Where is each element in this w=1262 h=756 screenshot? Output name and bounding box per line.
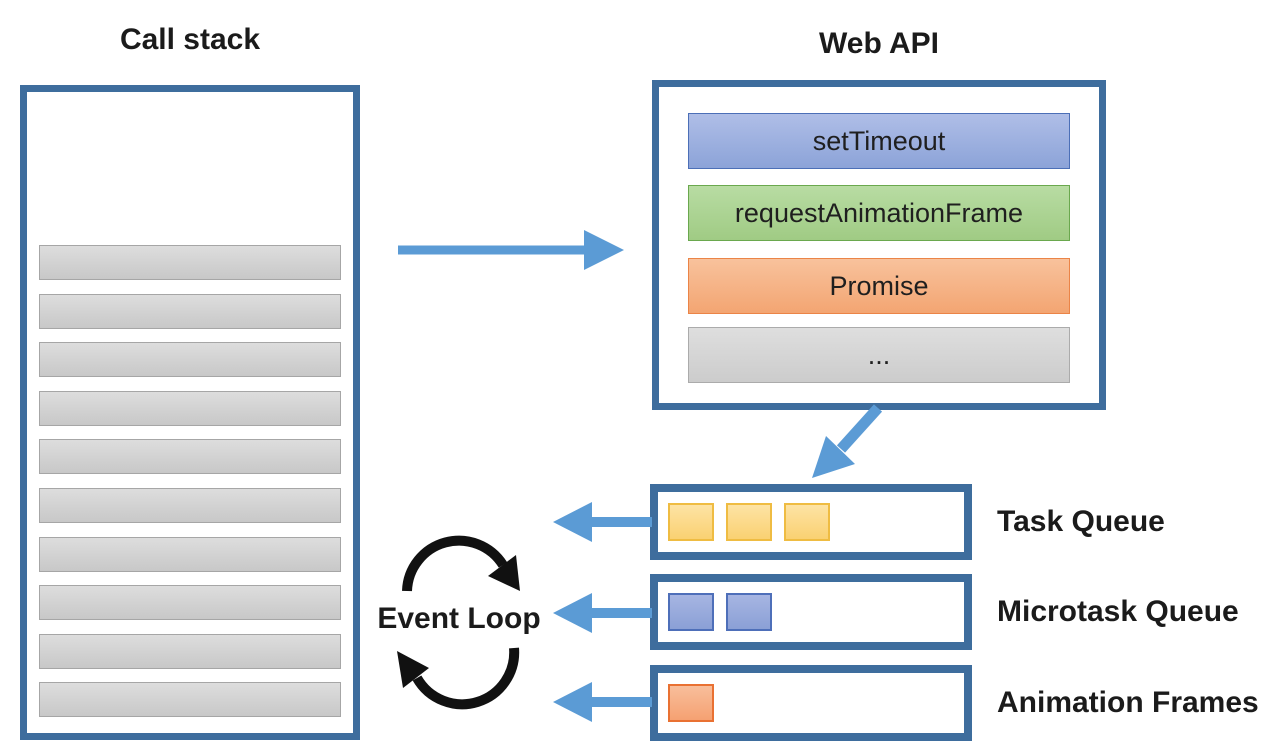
stack-frame — [39, 585, 341, 621]
arrow-animation-frames-to-event-loop — [553, 682, 652, 722]
event-loop-label: Event Loop — [377, 602, 541, 635]
arrow-microtask-queue-to-event-loop — [553, 593, 652, 633]
arrow-head-left-icon — [553, 502, 592, 542]
stack-frame — [39, 536, 341, 572]
stack-frame — [39, 342, 341, 378]
event-loop-bottom-arrow-head-icon — [397, 651, 429, 688]
arrow-head-down-left-icon — [812, 436, 855, 478]
arrow-task-queue-to-event-loop — [553, 502, 652, 542]
event-loop-bottom-arc — [412, 647, 520, 710]
stack-frame — [39, 245, 341, 280]
event-loop-top-arrow-head-icon — [488, 555, 520, 591]
queue-item — [668, 593, 714, 631]
arrow-head-left-icon — [553, 593, 592, 633]
web-api-bar-more: ... — [688, 327, 1070, 383]
queue-item — [726, 593, 772, 631]
task-queue-label: Task Queue — [997, 505, 1165, 538]
stack-frame — [39, 390, 341, 426]
web-api-bar-requestanimationframe: requestAnimationFrame — [688, 185, 1070, 241]
arrow-head-right-icon — [584, 230, 624, 270]
arrow-call-stack-to-web-api — [398, 230, 624, 270]
stack-frame — [39, 293, 341, 329]
microtask-queue-box — [650, 574, 972, 650]
event-loop-top-arc — [402, 535, 508, 592]
queue-item — [784, 503, 830, 541]
stack-frame — [39, 633, 341, 669]
arrow-head-left-icon — [553, 682, 592, 722]
web-api-bar-promise: Promise — [688, 258, 1070, 314]
stack-frame — [39, 682, 341, 718]
task-queue-box — [650, 484, 972, 560]
microtask-queue-label: Microtask Queue — [997, 595, 1239, 628]
stack-frame — [39, 439, 341, 475]
stack-frame — [39, 488, 341, 523]
web-api-bar-settimeout: setTimeout — [688, 113, 1070, 169]
animation-frames-box — [650, 665, 972, 741]
call-stack-box — [20, 85, 360, 740]
arrow-shaft — [836, 404, 883, 453]
call-stack-title: Call stack — [119, 23, 261, 56]
queue-item — [668, 503, 714, 541]
queue-item — [726, 503, 772, 541]
animation-frames-label: Animation Frames — [997, 686, 1259, 719]
queue-item — [668, 684, 714, 722]
arrow-web-api-to-task-queue — [812, 404, 883, 478]
web-api-title: Web API — [818, 27, 939, 60]
